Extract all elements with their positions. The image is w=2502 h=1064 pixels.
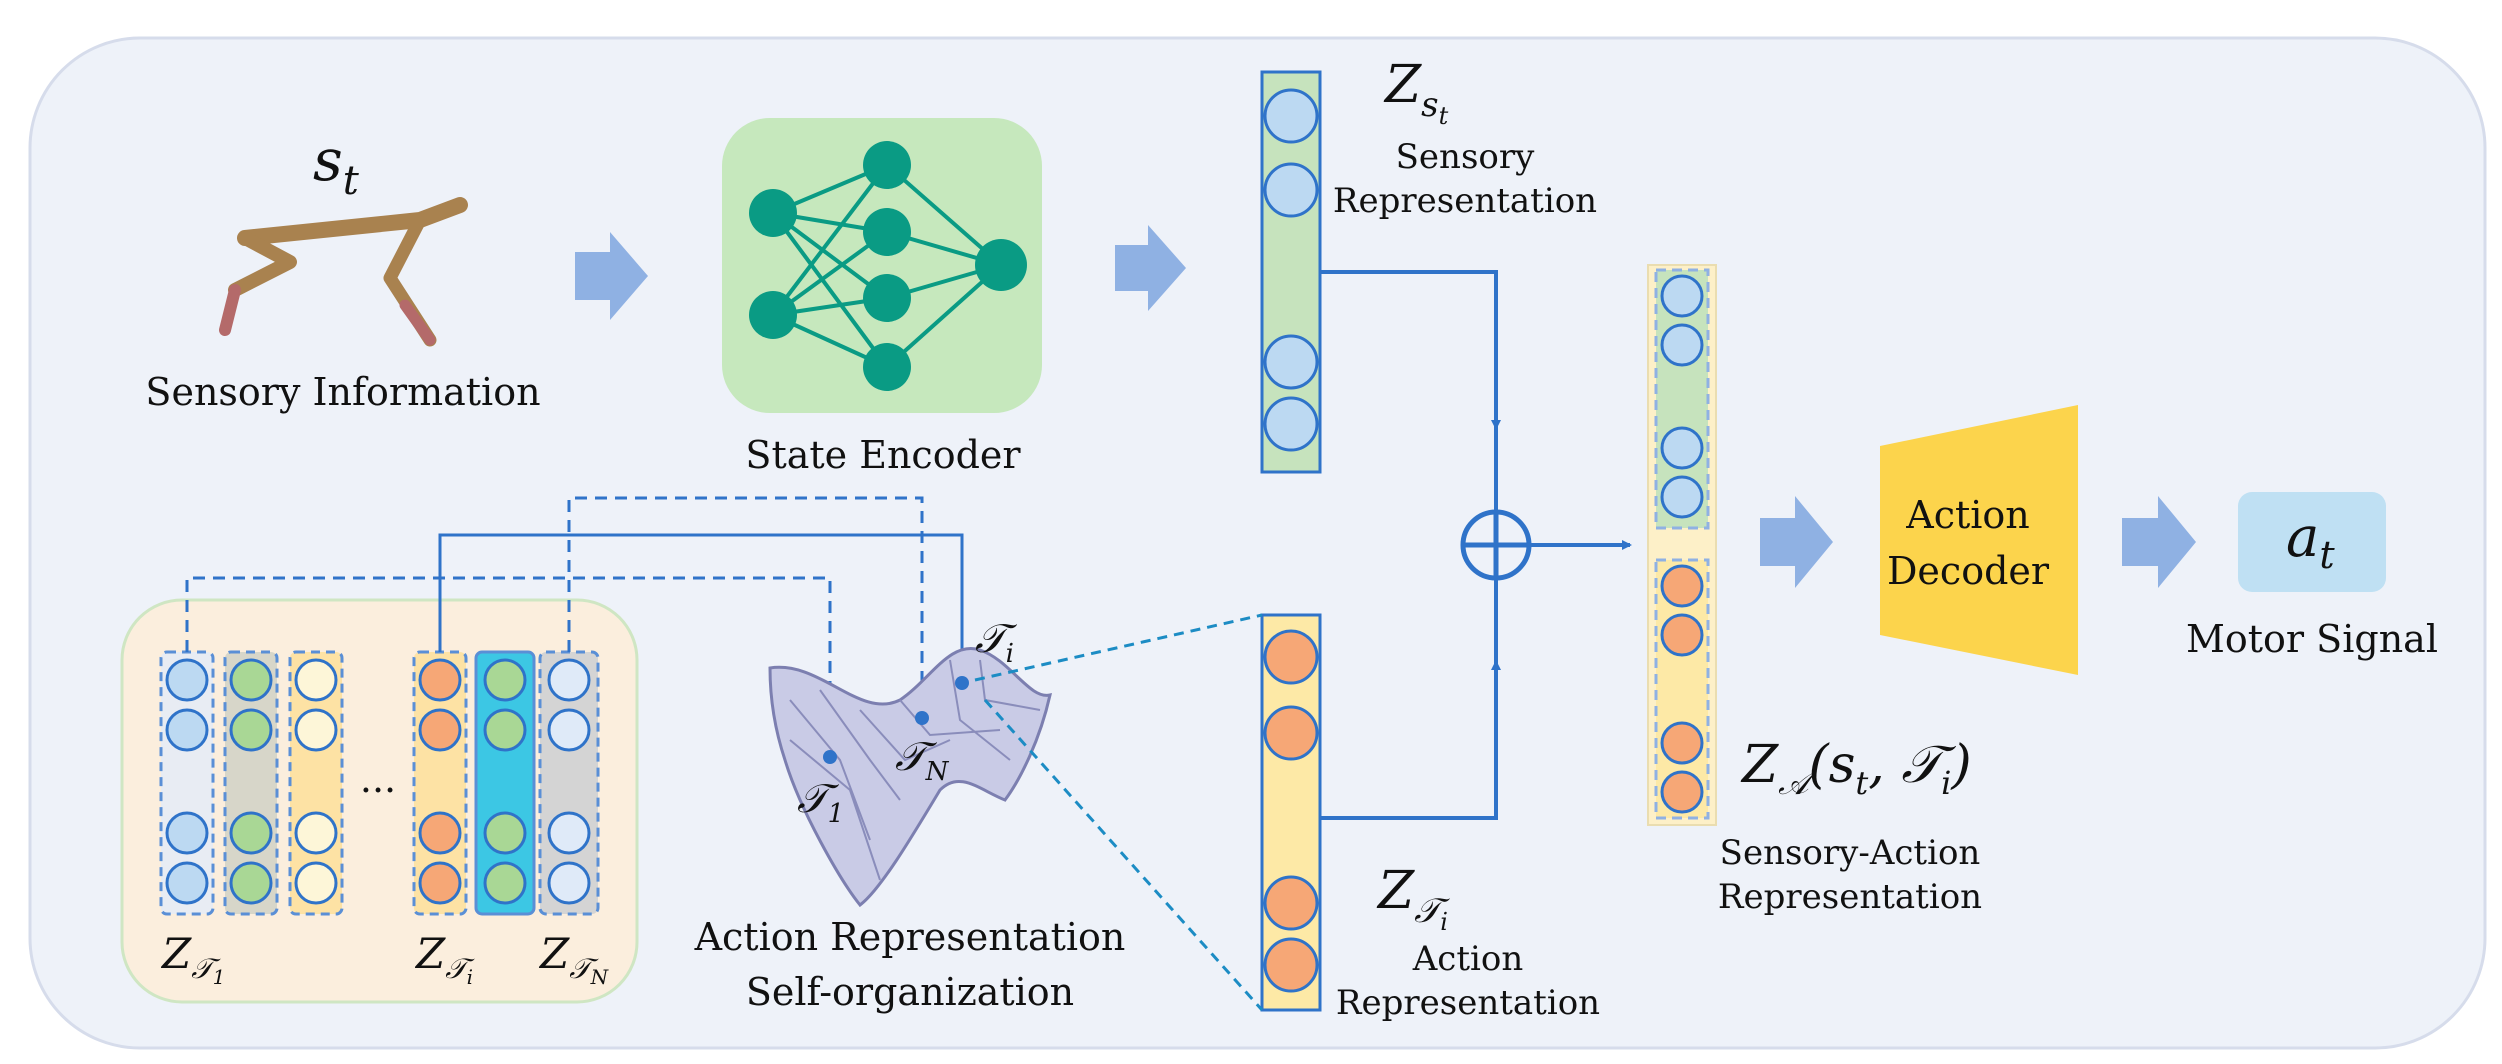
state-encoder-label: State Encoder xyxy=(745,433,1021,477)
solid-route-ti xyxy=(438,533,967,680)
robot-icon xyxy=(219,197,468,347)
action-decoder-label-2: Decoder xyxy=(1887,549,2050,593)
dash-route-tn xyxy=(567,496,928,710)
sa-representation-label-1: Sensory-Action xyxy=(1720,833,1981,873)
flow-arrow-2 xyxy=(1115,225,1186,311)
background-panel xyxy=(28,36,2487,1050)
action-manifold-surface xyxy=(768,646,1052,908)
sensory-representation-label-2: Representation xyxy=(1333,181,1597,221)
z-ti-symbol: Z𝒯i xyxy=(1376,861,1450,936)
motor-signal-box xyxy=(2238,492,2386,592)
sensory-representation-cells xyxy=(1263,88,1319,452)
state-encoder-box xyxy=(722,118,1042,413)
sensory-to-sum-line xyxy=(1320,270,1501,430)
bank-z-ti-symbol: Z𝒯i xyxy=(414,929,475,989)
s-t-symbol: st xyxy=(313,126,360,204)
ar-self-org-label-1: Action Representation xyxy=(694,915,1126,959)
manifold-points xyxy=(823,676,969,764)
action-representation-label-1: Action xyxy=(1412,939,1524,979)
sensory-information-label: Sensory Information xyxy=(145,370,540,414)
manifold-t1-label: 𝒯1 xyxy=(797,776,844,829)
flow-arrow-1 xyxy=(575,232,648,320)
network-nodes xyxy=(749,141,1027,391)
sensory-representation-label-1: Sensory xyxy=(1396,137,1535,177)
flow-arrow-3 xyxy=(1760,496,1833,588)
bank-ellipsis: ... xyxy=(360,757,396,801)
motor-signal-label: Motor Signal xyxy=(2186,617,2438,661)
action-to-sum-line xyxy=(1320,660,1501,820)
projection-line-bottom xyxy=(983,699,1264,1011)
flow-arrow-4 xyxy=(2122,496,2196,588)
action-representation-label-2: Representation xyxy=(1336,983,1600,1023)
ar-self-org-label-2: Self-organization xyxy=(746,970,1074,1014)
sa-representation-label-2: Representation xyxy=(1718,877,1982,917)
bank-column-cells xyxy=(165,658,591,905)
sa-sensory-cells xyxy=(1660,274,1704,519)
action-representation-cells xyxy=(1263,629,1319,993)
z-st-symbol: Zst xyxy=(1383,55,1449,130)
action-decoder-shape xyxy=(1880,405,2078,675)
projection-line-top xyxy=(974,613,1263,682)
sa-action-cells xyxy=(1660,564,1704,814)
a-t-symbol: at xyxy=(2286,505,2335,577)
bank-z-tn-symbol: Z𝒯N xyxy=(538,929,610,989)
dash-route-t1 xyxy=(185,576,836,757)
z-a-symbol: Z𝒜(st, 𝒯i) xyxy=(1740,735,1972,802)
action-decoder-label-1: Action xyxy=(1905,493,2030,537)
